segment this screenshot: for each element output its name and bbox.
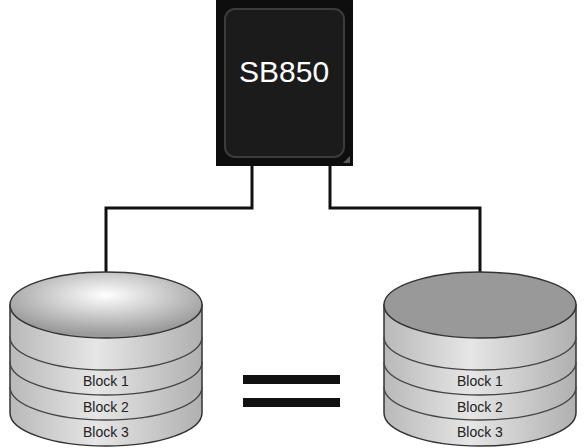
bus-line (330, 166, 480, 272)
block-label: Block 2 (457, 399, 503, 415)
disk-drive: Block 1 Block 2 Block 3 (8, 270, 204, 448)
chip-box: SB850 (216, 0, 353, 166)
equals-bar (243, 398, 340, 407)
chip-label: SB850 (239, 55, 329, 89)
block-label: Block 3 (457, 424, 503, 440)
block-label: Block 3 (83, 424, 129, 440)
block-label: Block 2 (83, 399, 129, 415)
block-label: Block 1 (83, 373, 129, 389)
disk-drive: Block 1 Block 2 Block 3 (382, 270, 578, 448)
block-label: Block 1 (457, 373, 503, 389)
bus-line (106, 166, 252, 272)
equals-bar (243, 375, 340, 384)
disk-outline (382, 270, 578, 448)
disk-outline (8, 270, 204, 448)
